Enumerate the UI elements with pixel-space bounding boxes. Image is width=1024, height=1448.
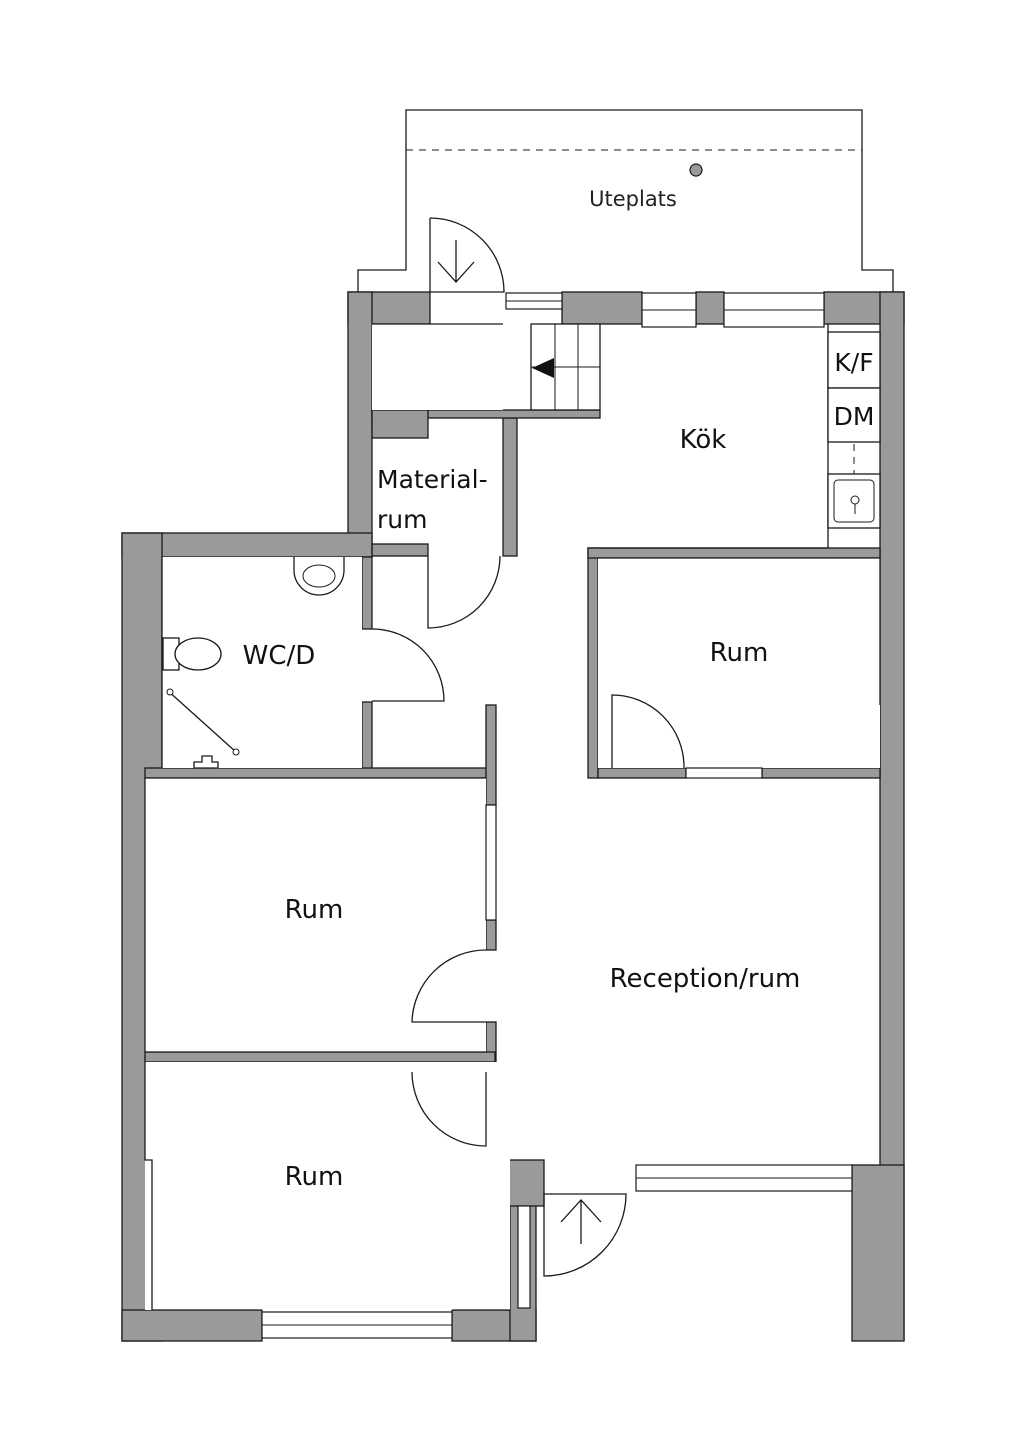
door-patio[interactable]	[429, 217, 505, 293]
windows	[261, 292, 853, 1339]
door-entrance[interactable]	[543, 1193, 627, 1277]
wall-left-upper	[347, 291, 373, 555]
bathroom-fixtures	[162, 557, 345, 769]
entry-arrow-up-icon	[560, 1199, 602, 1244]
wall-wc-bottom	[144, 767, 491, 779]
patio-post-icon	[689, 163, 703, 177]
door-rum-left[interactable]	[411, 949, 487, 1023]
wall-bottom-corner	[851, 1164, 905, 1342]
kitchen-units	[827, 331, 881, 529]
doors	[371, 217, 685, 1277]
labels: Uteplats Kök K/F DM Material- rum WC/D R…	[243, 187, 875, 1192]
label-reception: Reception/rum	[610, 964, 801, 994]
room-fills	[145, 324, 880, 1310]
label-rum-bottom: Rum	[285, 1162, 344, 1192]
shower-head-icon	[193, 755, 219, 769]
door-material[interactable]	[427, 555, 501, 629]
door-wc[interactable]	[371, 628, 445, 702]
label-rum-right: Rum	[710, 638, 769, 668]
wall-top-mid	[561, 291, 643, 325]
label-kok: Kök	[680, 425, 727, 455]
wall-corridor-upper	[485, 704, 497, 806]
label-material-1: Material-	[377, 465, 488, 494]
label-wcd: WC/D	[243, 641, 316, 671]
wall-bottom-left	[121, 1309, 263, 1342]
washbasin-icon	[293, 557, 345, 596]
door-rum-bottom[interactable]	[411, 1071, 487, 1147]
stairs	[530, 323, 601, 411]
label-uteplats: Uteplats	[589, 187, 677, 211]
room-outlines	[144, 323, 881, 1311]
label-material-2: rum	[377, 505, 427, 534]
arrows	[437, 240, 602, 1244]
unit-dm	[827, 387, 881, 443]
wall-corridor-mid	[485, 919, 497, 951]
wall-rum-right-bottom-b	[761, 767, 881, 779]
window-corridor	[485, 804, 497, 921]
wall-rum-right-top	[587, 547, 881, 559]
label-dm: DM	[834, 402, 875, 431]
wall-material-topleft	[371, 409, 429, 439]
wall-wc-right-upper	[361, 556, 373, 630]
wall-material-right	[502, 417, 518, 557]
window-rum-right	[685, 767, 763, 779]
door-rum-right[interactable]	[611, 694, 685, 769]
stair-arrow-icon	[532, 358, 554, 378]
wall-rum-divider	[144, 1051, 496, 1063]
toilet-icon	[174, 637, 222, 671]
entry-arrow-down-icon	[437, 240, 475, 283]
wall-material-bottom	[371, 543, 429, 557]
wall-wc-right-lower	[361, 701, 373, 771]
window-side	[517, 1205, 531, 1309]
unit-kf	[827, 331, 881, 389]
wall-rum-right-bottom-a	[597, 767, 687, 779]
wall-top-pier	[695, 291, 725, 325]
patio	[357, 109, 894, 293]
label-rum-left: Rum	[285, 895, 344, 925]
kitchen-sink-icon	[827, 473, 881, 529]
wall-rum-right-left	[587, 547, 599, 779]
shower-screen-icon	[166, 689, 237, 753]
label-kf: K/F	[834, 348, 873, 377]
